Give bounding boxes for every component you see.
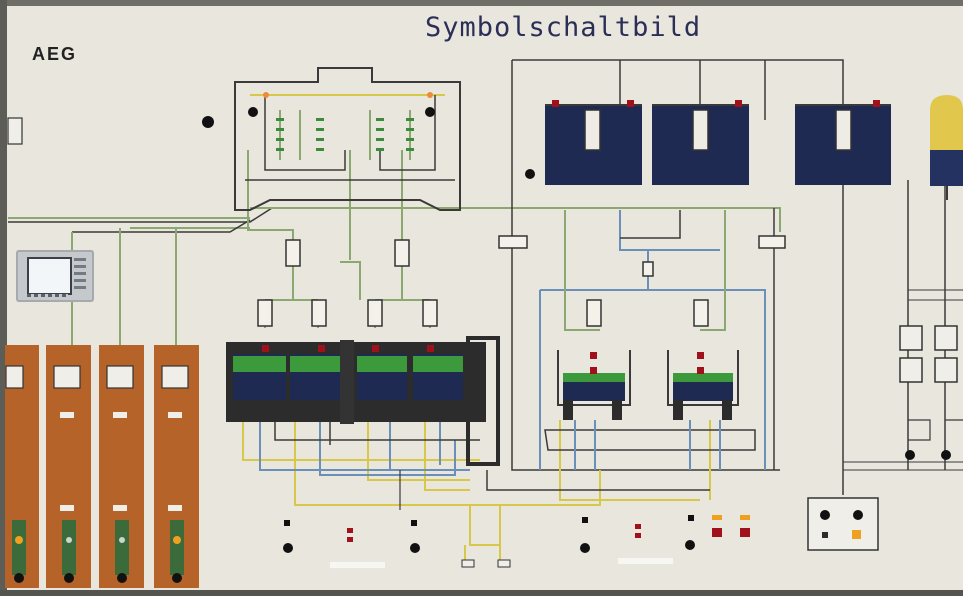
display-screen-icon <box>27 257 72 295</box>
transformer-windings <box>276 118 414 151</box>
cabinet-controls <box>12 412 184 583</box>
left-meter <box>7 117 23 145</box>
bottom-controls <box>283 515 695 568</box>
wiring-lines <box>8 59 963 560</box>
display-screen <box>16 250 94 302</box>
right-knobs <box>905 450 951 460</box>
display-keys <box>74 258 86 292</box>
upper-tank-gauges <box>584 109 852 151</box>
small-tanks <box>557 350 739 420</box>
transformer-house <box>234 67 461 211</box>
panel-title: Symbolschaltbild <box>425 12 702 43</box>
panel-frame-left <box>0 0 7 596</box>
panel-frame-top <box>0 0 963 6</box>
right-control-box <box>712 497 879 551</box>
house-indicator-lamps <box>202 92 435 128</box>
main-tank-row <box>226 336 500 466</box>
storage-vessel <box>930 95 963 200</box>
cabinet-meters <box>5 365 189 389</box>
panel-frame-bottom <box>0 590 963 596</box>
upper-tank-lamps <box>525 100 880 179</box>
brand-logo: AEG <box>32 44 78 64</box>
main-tank-lamps <box>262 345 434 352</box>
switch-boxes <box>257 235 786 327</box>
display-buttons <box>27 294 68 297</box>
right-meters <box>899 325 958 383</box>
